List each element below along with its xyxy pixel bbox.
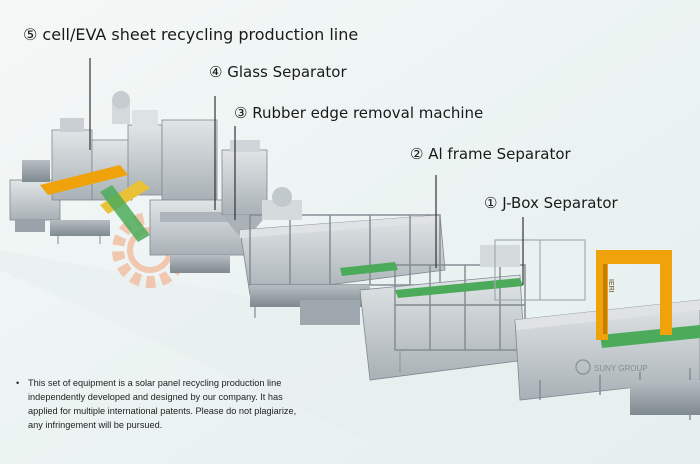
machine-j-box-separator <box>494 239 700 420</box>
copyright-note: • This set of equipment is a solar panel… <box>16 376 358 432</box>
logo-watermark: SUNY GROUP <box>575 359 648 375</box>
label-rubber-edge-removal: ③ Rubber edge removal machine <box>234 104 484 122</box>
machine-glass-separator <box>149 140 268 273</box>
yellow-gantry-frame <box>596 250 672 340</box>
note-line: any infringement will be pursued. <box>28 420 163 430</box>
machine-al-frame-separator <box>340 245 526 381</box>
note-line: applied for multiple international paten… <box>28 406 297 416</box>
note-line: independently developed and designed by … <box>28 392 283 402</box>
label-j-box-separator: ① J-Box Separator <box>484 194 618 212</box>
label-glass-separator: ④ Glass Separator <box>209 63 347 81</box>
machine-cell-eva-line <box>9 91 218 244</box>
gantry-mark: IERI <box>607 279 614 293</box>
label-cell-eva-line: ⑤ cell/EVA sheet recycling production li… <box>23 25 359 44</box>
callout-leaders <box>89 58 524 285</box>
label-al-frame-separator: ② Al frame Separator <box>410 145 571 163</box>
machine-rubber-edge-removal <box>239 187 446 325</box>
logo-text: SUNY GROUP <box>594 364 648 373</box>
note-bullet: • <box>16 378 20 388</box>
floor-shadow <box>0 250 700 464</box>
note-line: This set of equipment is a solar panel r… <box>28 378 282 388</box>
